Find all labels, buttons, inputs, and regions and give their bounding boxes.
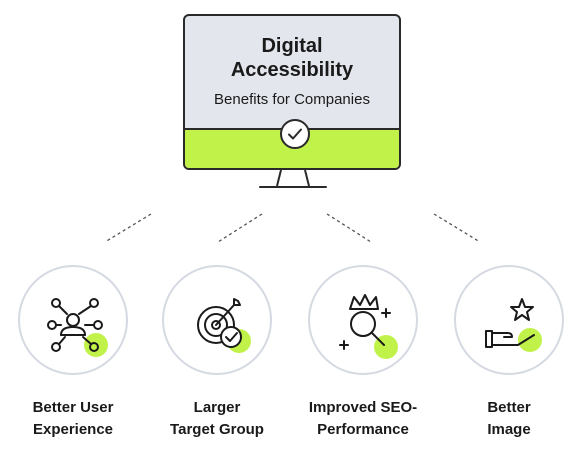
benefit-label-seo: Improved SEO- Performance: [288, 397, 438, 441]
network-user-icon: [47, 298, 108, 357]
benefit-label-target-group: Larger Target Group: [142, 397, 292, 441]
benefit-label-line2: Image: [487, 421, 531, 438]
monitor-title-line2: Accessibility: [230, 59, 354, 81]
target-arrow-icon: [197, 298, 251, 353]
monitor-title: Digital Accessibility: [185, 34, 399, 82]
benefit-circle-target-group: [162, 265, 272, 375]
benefit-label-line1: Larger: [193, 399, 241, 416]
benefit-circle-seo: [308, 265, 418, 375]
monitor-title-line1: Digital: [261, 35, 323, 57]
connector-lines: [104, 213, 481, 243]
star-hand-icon: [485, 298, 542, 352]
benefit-circle-user-experience: [18, 265, 128, 375]
checkmark-icon: [280, 119, 310, 149]
benefit-label-line1: Better User: [32, 399, 114, 416]
benefit-label-user-experience: Better User Experience: [0, 397, 148, 441]
monitor-subtitle: Benefits for Companies: [214, 91, 370, 108]
benefit-label-line2: Experience: [32, 421, 114, 438]
benefit-label-image: Better Image: [434, 397, 584, 441]
benefit-label-line2: Performance: [317, 421, 409, 438]
benefit-label-line1: Improved SEO-: [308, 399, 418, 416]
benefit-label-line2: Target Group: [170, 421, 264, 438]
crown-search-icon: [339, 294, 398, 359]
monitor: Digital Accessibility Benefits for Compa…: [183, 14, 401, 170]
benefit-circle-image: [454, 265, 564, 375]
benefit-label-line1: Better: [487, 399, 531, 416]
